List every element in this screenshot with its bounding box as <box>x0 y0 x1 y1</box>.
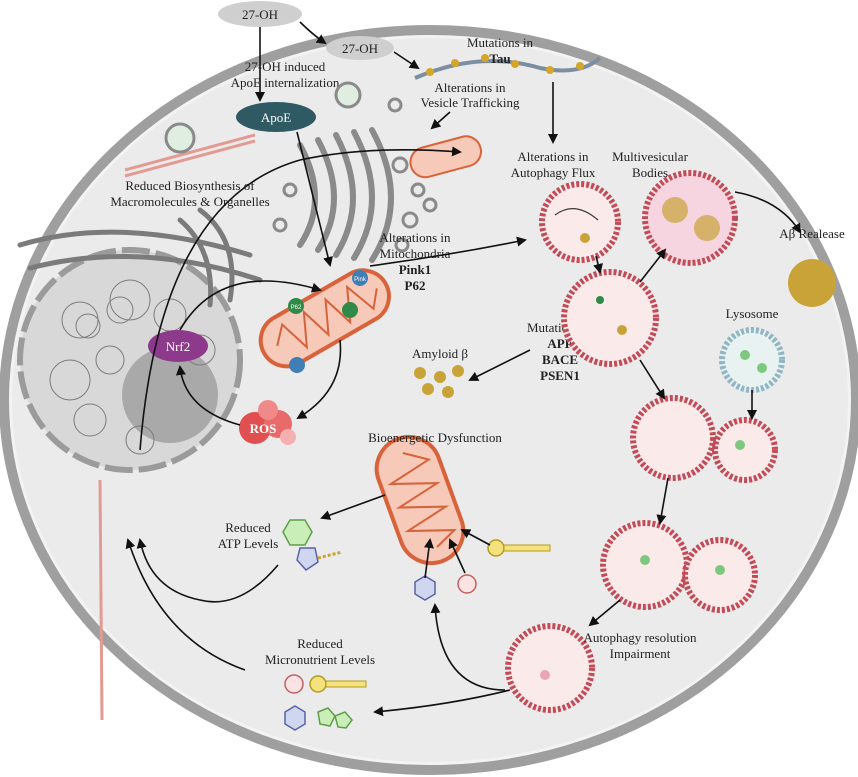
ros-label: ROS <box>250 421 277 436</box>
arrow-mvb-to-release <box>734 191 802 234</box>
autophagosome-early <box>539 181 621 263</box>
arrow-mito-to-ros <box>296 339 342 420</box>
abeta-release-label: Aβ Realease <box>779 226 845 241</box>
resolution-label-2: Impairment <box>610 646 671 661</box>
round-molecule <box>457 574 477 594</box>
arrow-fusing-to-autolysosome <box>656 477 669 525</box>
ros-cluster <box>239 400 296 445</box>
oxysterol-27oh-top <box>218 1 302 27</box>
arrow-nrf2-to-mito <box>179 280 322 331</box>
golgi-apparatus <box>297 127 394 263</box>
autoph-label-2: Autophagy Flux <box>511 165 596 180</box>
arrow-atp-to-biosyn <box>136 538 279 603</box>
oxysterol-27oh-mid <box>326 36 394 60</box>
micronutrient-ring <box>317 707 353 729</box>
atp-molecule <box>282 519 343 571</box>
arrow-round-to-mito <box>448 538 466 574</box>
arrow-micro-to-biosyn <box>125 538 246 671</box>
endoplasmic-reticulum <box>17 207 263 308</box>
tau-label-1: Mutations in <box>467 35 534 50</box>
mito-label-3: Pink1 <box>399 262 432 277</box>
resolution-label-1: Autophagy resolution <box>583 630 697 645</box>
small-mitochondrion <box>409 135 482 179</box>
oh-mid-label: 27-OH <box>342 41 378 56</box>
autolysosome <box>600 520 758 613</box>
lysosome-label: Lysosome <box>726 306 779 321</box>
mito-label-4: P62 <box>405 278 426 293</box>
mitochondrion-bioenergetic <box>374 434 466 566</box>
oh-internal-label-2: ApoE internalization <box>231 75 340 90</box>
apoe-complex <box>236 102 316 132</box>
mito-label-1: Alterations in <box>379 230 451 245</box>
vesicle-label-2: Vesicle Trafficking <box>420 95 520 110</box>
small-vesicle <box>334 81 362 109</box>
hexagon-molecule <box>414 575 436 601</box>
autoph-label-1: Alterations in <box>517 149 589 164</box>
nrf2-factor <box>148 330 208 362</box>
atp-label-2: ATP Levels <box>218 536 279 551</box>
amyloid-aggregate <box>788 259 836 307</box>
atp-label-1: Reduced <box>225 520 271 535</box>
autophagosome-mature <box>561 269 659 367</box>
app-label-3: BACE <box>542 352 578 367</box>
arrow-mature-to-mvb <box>639 248 667 283</box>
arrow-lipid-to-mito <box>460 529 491 546</box>
arrow-early-to-mature <box>593 255 603 274</box>
biosyn-label-1: Reduced Biosynthesis of <box>125 178 255 193</box>
micro-label-1: Reduced <box>297 636 343 651</box>
arrow-apoe-to-mito <box>296 131 333 267</box>
tau-protein <box>414 54 602 80</box>
micronutrient-round <box>284 674 304 694</box>
vesicle-label-1: Alterations in <box>434 80 506 95</box>
biosyn-label-2: Macromolecules & Organelles <box>110 194 269 209</box>
arrow-mito-to-autophagy <box>369 236 527 267</box>
apoe-label: ApoE <box>261 110 291 125</box>
mvb-label-1: Multivesicular <box>612 149 688 164</box>
small-vesicle <box>164 122 196 154</box>
app-label-2: APP <box>547 336 572 351</box>
bioenergetic-label: Bioenergetic Dysfunction <box>368 430 502 445</box>
app-label-4: PSEN1 <box>540 368 580 383</box>
arrow-27oh-to-tau <box>393 51 420 70</box>
autolysosome-fusing <box>630 395 778 483</box>
arrow-biosyn <box>139 146 462 451</box>
mitochondrion-main <box>258 268 391 369</box>
pink-small-label: Pink <box>354 277 367 283</box>
arrow-mito-to-atp <box>320 494 386 520</box>
lysosome <box>719 327 785 393</box>
amyloid-label: Amyloid β <box>412 346 468 361</box>
lipid-molecule <box>487 539 551 557</box>
amyloid-beta-clusters <box>414 365 464 398</box>
arrow-ros-to-nrf2 <box>175 365 241 426</box>
golgi-vesicles <box>272 97 467 253</box>
arrow-resolution-to-micro <box>373 689 511 717</box>
mvb-label-2: Bodies <box>632 165 668 180</box>
tau-label-2: Tau <box>489 51 510 66</box>
arrow-27oh-to-27oh <box>299 21 327 45</box>
cytoskeleton-filaments <box>98 133 256 721</box>
autophagy-resolution-vesicle <box>505 623 595 713</box>
arrow-hexagon-to-mito <box>423 538 434 579</box>
pink1-marker: Pink <box>289 270 368 373</box>
arrow-vesicle <box>430 111 451 130</box>
nucleus <box>17 247 243 473</box>
arrow-mature-to-fusing <box>639 359 666 400</box>
multivesicular-body <box>642 170 738 266</box>
p62-marker: P62 <box>288 298 358 318</box>
arrow-resolution-to-bio <box>430 603 506 691</box>
oh-top-label: 27-OH <box>242 7 278 22</box>
micronutrient-hexagon <box>284 705 306 731</box>
p62-small-label: P62 <box>291 305 302 311</box>
micro-label-2: Micronutrient Levels <box>265 652 375 667</box>
arrow-autolysosome-to-resolution <box>588 599 621 627</box>
oh-internal-label-1: 27-OH induced <box>245 59 326 74</box>
arrow-app-to-amyloid <box>468 349 531 381</box>
nrf2-label: Nrf2 <box>166 339 191 354</box>
micronutrient-lipid <box>309 675 367 693</box>
